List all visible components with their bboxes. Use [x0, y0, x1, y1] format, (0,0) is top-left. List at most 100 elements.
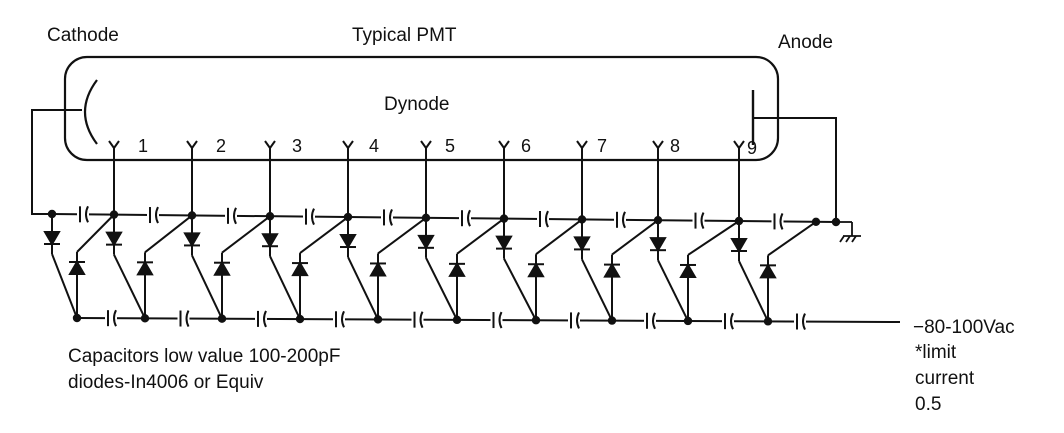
bottom-capacitor-3-plate-b: [263, 310, 267, 328]
bottom-node-5: [373, 315, 383, 324]
top-node-5: [343, 212, 353, 222]
bottom-capacitor-1-plate-b: [113, 309, 117, 327]
dynode-number-8: 8: [670, 136, 680, 156]
pmt-tube-envelope: [63, 55, 780, 162]
ladder-slant-4: [269, 255, 301, 320]
dynode-pin-8: [652, 140, 664, 150]
bottom-node-4: [295, 314, 305, 324]
ladder-diode-down-9: [649, 237, 667, 253]
ladder-diode-up-1: [68, 260, 86, 275]
dynode-number-5: 5: [445, 136, 455, 156]
ladder-diode-up-5: [369, 261, 387, 277]
ladder-diode-down-3: [183, 232, 201, 248]
top-node-9: [653, 215, 663, 225]
ladder-diode-up-9: [679, 262, 697, 278]
supply-note-current: current: [915, 368, 975, 389]
ladder-diagonal-8: [611, 219, 659, 256]
dynode-pin-5: [420, 140, 432, 150]
component-note-capacitors: Capacitors low value 100-200pF: [68, 346, 341, 367]
ladder-diode-up-8: [603, 262, 621, 278]
top-node-3: [187, 211, 197, 220]
ladder-slant-7: [503, 258, 537, 321]
bottom-capacitor-7-plate-b: [576, 311, 580, 329]
bottom-capacitor-5-plate-b: [419, 311, 424, 329]
ladder-diagonal-2: [144, 214, 193, 254]
top-capacitor-4-plate-b: [311, 208, 315, 226]
ladder-diagonal-1: [76, 213, 115, 253]
top-node-11: [811, 217, 821, 226]
top-node-10: [734, 216, 744, 226]
top-node-4: [265, 212, 275, 221]
ladder-diode-down-1: [43, 231, 61, 246]
ladder-diode-up-4: [291, 261, 309, 277]
top-capacitor-8-plate-b: [622, 211, 626, 229]
ladder-diagonal-3: [221, 215, 271, 254]
ladder-diode-up-2: [136, 260, 154, 276]
anode-label: Anode: [778, 32, 833, 53]
dynode-pin-6: [498, 140, 510, 150]
diagram-title: Typical PMT: [352, 25, 457, 46]
dynode-number-6: 6: [521, 136, 531, 156]
dynode-pin-3: [264, 140, 276, 150]
supply-note-limit: *limit: [915, 342, 957, 363]
dynode-number-7: 7: [597, 136, 607, 156]
bottom-node-3: [217, 314, 227, 323]
top-rail: [51, 213, 837, 223]
ladder-slant-10: [738, 260, 769, 322]
bottom-capacitor-10-plate-b: [802, 313, 806, 330]
bottom-capacitor-9-plate-b: [730, 312, 734, 330]
anode-lead: [753, 117, 837, 222]
top-node-8: [577, 215, 587, 224]
ladder-slant-5: [347, 256, 379, 320]
bottom-node-7: [531, 316, 541, 325]
bottom-node-10: [763, 317, 773, 326]
ladder-diagonal-10: [767, 220, 817, 257]
ladder-diagonal-6: [456, 217, 505, 255]
ladder-diagonal-9: [687, 220, 740, 256]
dynode-pin-1: [108, 140, 120, 150]
supply-voltage-label: −80-100Vac: [913, 317, 1015, 338]
ground-node: [831, 217, 841, 227]
bottom-node-6: [452, 315, 462, 325]
ladder-diode-down-2: [105, 231, 123, 247]
ladder-slant-2: [113, 254, 146, 319]
ladder-diagonal-5: [377, 217, 427, 255]
top-node-1: [47, 209, 57, 219]
top-capacitor-10-plate-b: [779, 212, 784, 230]
ladder-diode-up-10: [759, 263, 777, 279]
cathode-label: Cathode: [47, 25, 119, 46]
dynode-number-9: 9: [747, 138, 757, 158]
ladder-diode-up-3: [213, 260, 231, 276]
top-node-6: [421, 213, 431, 223]
dynode-label: Dynode: [384, 94, 450, 115]
component-note-diodes: diodes-In4006 or Equiv: [68, 372, 264, 393]
bottom-capacitor-2-plate-b: [185, 310, 190, 327]
ladder-diode-down-10: [730, 238, 748, 253]
dynode-pin-4: [342, 140, 354, 150]
top-capacitor-9-plate-b: [700, 212, 705, 230]
dynode-pin-2: [186, 140, 198, 150]
bottom-node-8: [607, 316, 617, 325]
ladder-diode-up-6: [448, 261, 466, 277]
ladder-diode-down-7: [495, 235, 513, 251]
ladder-diode-down-6: [417, 234, 435, 250]
top-capacitor-5-plate-b: [389, 208, 393, 226]
dynode-number-3: 3: [292, 136, 302, 156]
bottom-capacitor-6-plate-b: [498, 311, 503, 329]
ladder-slant-1: [51, 253, 78, 319]
top-node-2: [109, 210, 119, 219]
supply-note-value: 0.5: [915, 394, 941, 415]
dynode-number-2: 2: [216, 136, 226, 156]
bottom-node-1: [72, 313, 82, 323]
ladder-diode-down-4: [261, 233, 279, 249]
ladder-diode-down-5: [339, 234, 357, 250]
dynode-pin-9: [733, 140, 745, 150]
ladder-slant-9: [657, 259, 689, 322]
cathode-electrode: [84, 79, 98, 145]
ladder-slant-8: [581, 258, 613, 322]
ground-symbol: [836, 221, 861, 243]
bottom-rail: [76, 317, 901, 323]
ladder-slant-6: [425, 257, 458, 321]
ladder-diagonal-7: [535, 218, 583, 256]
